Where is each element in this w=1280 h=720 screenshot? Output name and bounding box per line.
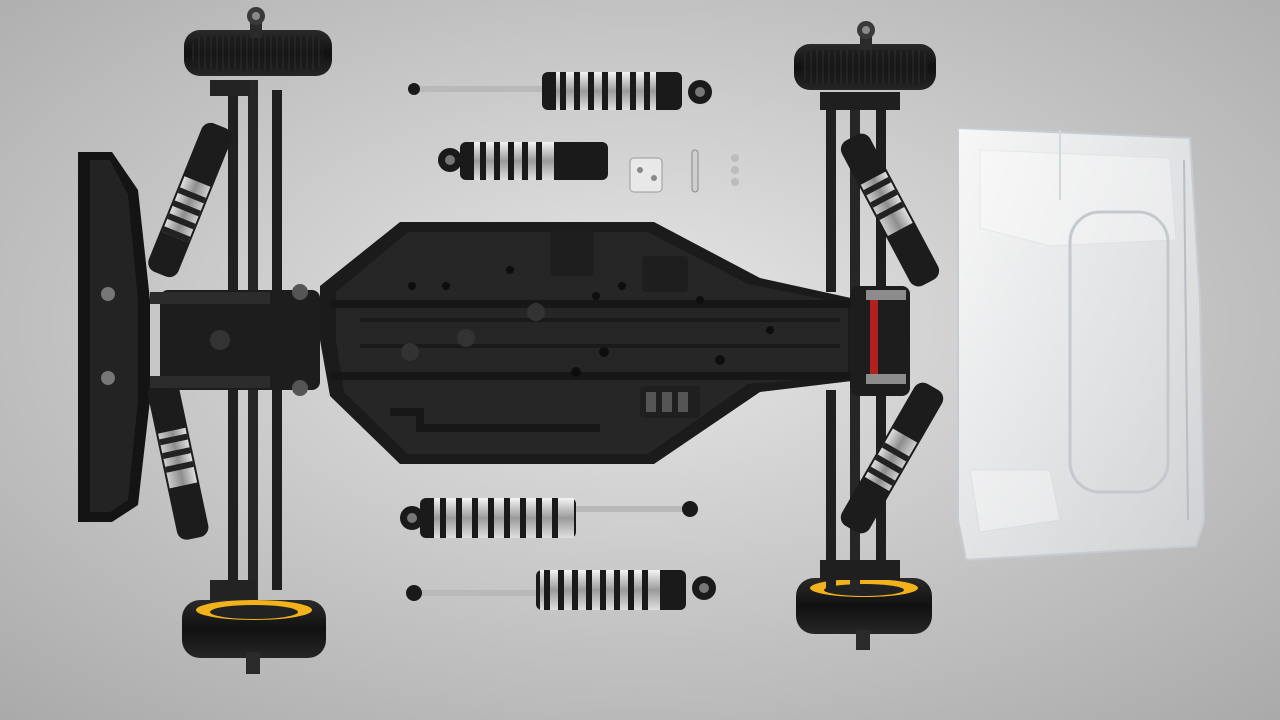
shock-absorber-bottom-2 — [406, 570, 716, 610]
small-hardware — [629, 149, 739, 193]
front-suspension — [147, 80, 320, 600]
front-left-lower-wheel — [182, 600, 326, 674]
shock-absorber-top-2 — [438, 142, 608, 180]
shock-absorber-bottom-1 — [400, 498, 698, 538]
shock-absorber-top-1 — [408, 72, 712, 110]
rear-right-wheel — [794, 21, 936, 90]
wing-bolt — [101, 287, 115, 301]
rear-suspension — [820, 92, 944, 590]
wing-bolt — [101, 371, 115, 385]
clear-body-shell — [957, 126, 1206, 562]
rear-right-lower-wheel — [796, 578, 932, 650]
chassis-plate — [320, 222, 860, 464]
front-left-wheel — [184, 7, 332, 76]
front-wing — [78, 152, 150, 522]
